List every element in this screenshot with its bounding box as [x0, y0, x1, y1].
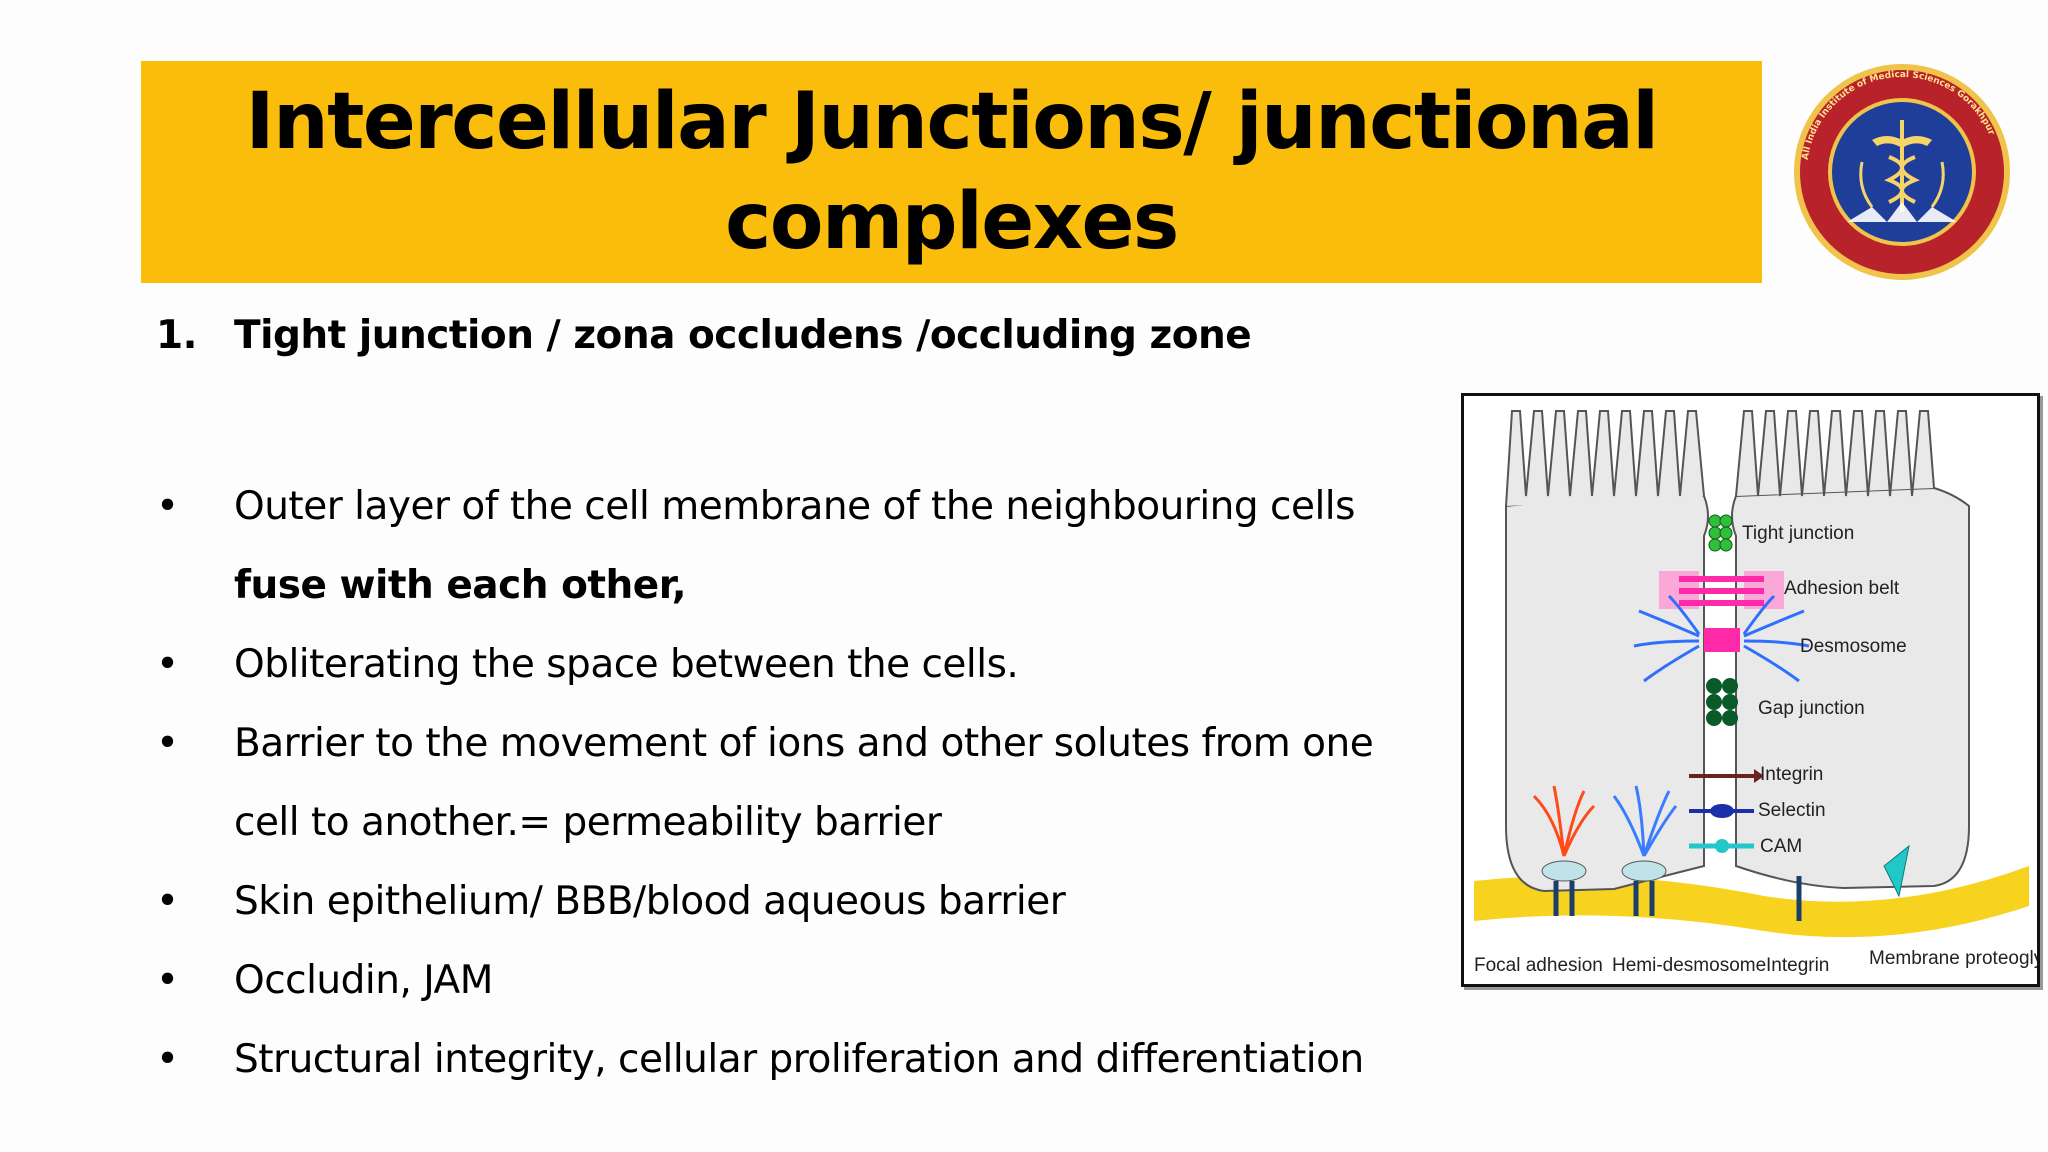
focal-adhesion-integrins [1553, 881, 1575, 916]
heading-text: Tight junction / zona occludens /occludi… [234, 313, 1252, 358]
label-desmosome: Desmosome [1800, 636, 1907, 657]
focal-adhesion-marks [1532, 785, 1596, 857]
proteoglycan-mark [1883, 844, 1910, 898]
bullet-text: Obliterating the space between the cells… [234, 642, 1019, 687]
hemidesmosome-marks [1612, 785, 1678, 857]
slide-title-line-1: Intercellular Junctions/ junctional [245, 77, 1659, 167]
label-gap-junction: Gap junction [1758, 698, 1865, 719]
hemidesmosome-plaque [1621, 860, 1667, 882]
heading-number: 1. [156, 313, 197, 358]
bullet-dot: • [156, 1037, 179, 1082]
bullet-text: Occludin, JAM [234, 958, 493, 1003]
microvilli-right [1735, 410, 1935, 497]
label-adhesion-belt: Adhesion belt [1784, 578, 1900, 599]
bullet-text: Skin epithelium/ BBB/blood aqueous barri… [234, 879, 1066, 924]
bullet-text: Barrier to the movement of ions and othe… [234, 721, 1374, 845]
right-cell [1731, 486, 1970, 890]
tight-junction-marks [1708, 514, 1733, 552]
bullet-list: • Outer layer of the cell membrane of th… [156, 467, 1456, 1099]
bullet-dot: • [156, 721, 179, 766]
focal-adhesion-plaque [1541, 860, 1587, 882]
label-cam: CAM [1760, 836, 1802, 857]
list-item: • Occludin, JAM [156, 941, 1456, 1020]
left-cell [1505, 484, 1709, 893]
slide-title-line-2: complexes [725, 177, 1179, 267]
label-integrin-lower: Integrin [1766, 955, 1829, 976]
label-integrin-upper: Integrin [1760, 764, 1823, 785]
adhesion-molecules [1689, 769, 1764, 853]
title-banner: Intercellular Junctions/ junctional comp… [141, 61, 1762, 283]
bullet-bold-text: fuse with each other, [234, 563, 687, 608]
bullet-dot: • [156, 879, 179, 924]
desmosome-marks [1633, 594, 1810, 683]
label-tight-junction: Tight junction [1742, 523, 1854, 544]
list-item: • Skin epithelium/ BBB/blood aqueous bar… [156, 862, 1456, 941]
list-item: • Barrier to the movement of ions and ot… [156, 704, 1456, 862]
label-selectin: Selectin [1758, 800, 1826, 821]
bullet-text: Structural integrity, cellular prolifera… [234, 1037, 1364, 1082]
list-item: • Structural integrity, cellular prolife… [156, 1020, 1456, 1099]
junction-diagram: Tight junction Adhesion belt Desmosome G… [1461, 393, 2040, 987]
microvilli-left [1505, 410, 1705, 507]
adhesion-belt-marks [1659, 571, 1784, 609]
label-membrane-proteoglycan: Membrane proteoglycan [1869, 948, 2037, 969]
list-item: • Outer layer of the cell membrane of th… [156, 467, 1456, 625]
bullet-dot: • [156, 484, 179, 529]
bullet-dot: • [156, 958, 179, 1003]
institute-seal-icon: All India Institute of Medical Sciences … [1777, 62, 2027, 282]
list-item: • Obliterating the space between the cel… [156, 625, 1456, 704]
section-heading: 1. Tight junction / zona occludens /occl… [156, 310, 1356, 362]
hemidesmosome-integrins [1633, 881, 1655, 916]
bullet-text: Outer layer of the cell membrane of the … [234, 484, 1355, 529]
label-focal-adhesion: Focal adhesion [1474, 955, 1603, 976]
bullet-dot: • [156, 642, 179, 687]
gap-junction-marks [1706, 678, 1738, 726]
label-hemi-desmosome: Hemi-desmosome [1612, 955, 1766, 976]
